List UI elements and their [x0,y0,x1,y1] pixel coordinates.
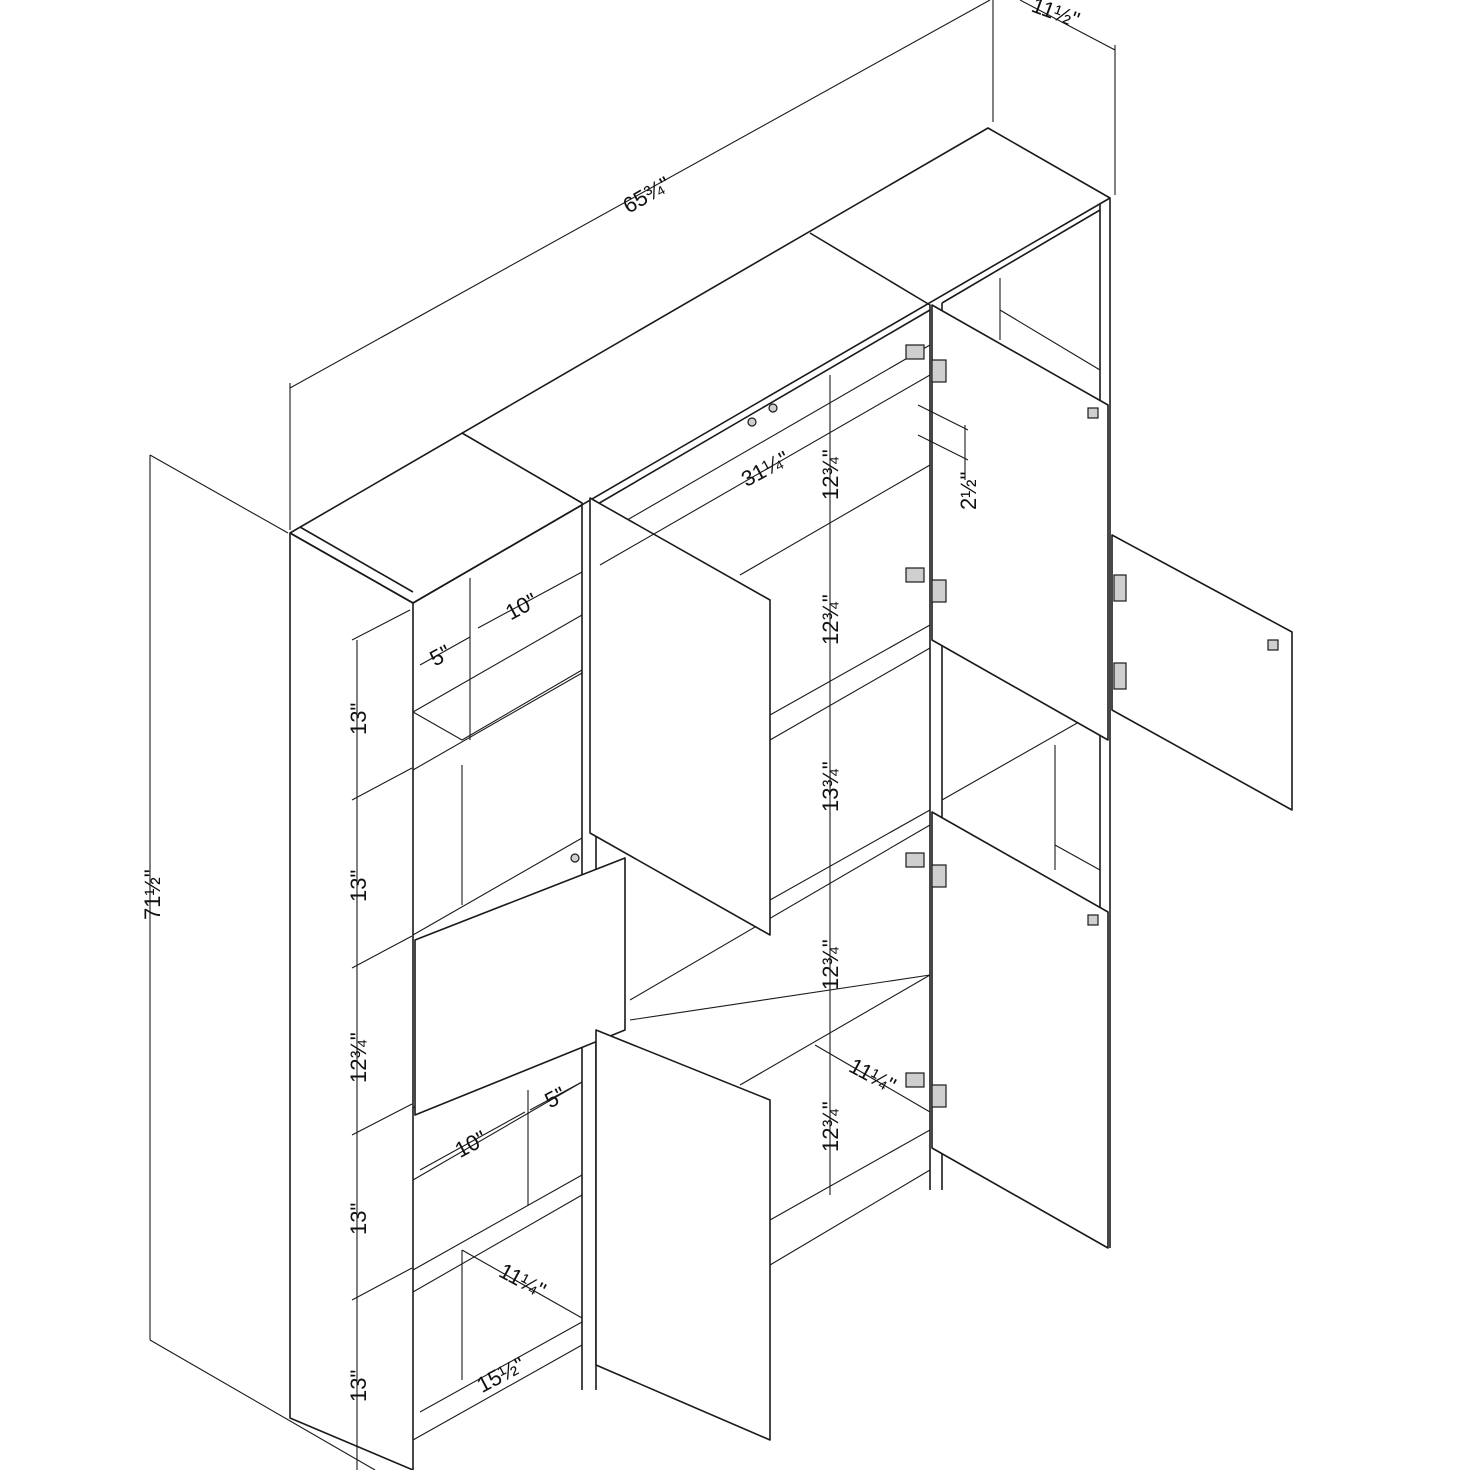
hinge-icon [931,579,947,603]
dim-width-line [289,0,991,389]
mid-shelf-2 [769,624,931,716]
label-left-h5: 13" [346,1370,371,1402]
tick-e [351,1267,413,1301]
left-top-back [412,504,583,604]
label-overall-height: 71½" [140,869,165,920]
label-cube-depth: 11¼" [495,1258,550,1303]
right-shelf-low [1054,844,1101,871]
hinge-icon [905,344,925,360]
shelf-1-front [412,672,583,771]
dim-10-top [477,571,583,629]
door-right-lower[interactable] [931,811,1109,1249]
hinge-icon [931,1084,947,1108]
door-middle-lower[interactable] [595,1029,771,1441]
shelf-5 [412,1174,583,1271]
label-mid-h5: 12¾" [818,1101,843,1152]
knob-icon [1087,914,1099,926]
knob-icon [747,417,757,427]
dim-height-ext-bottom [149,1339,376,1470]
tick-c [351,935,413,969]
label-left-h1: 13" [346,703,371,735]
mid-top-back [595,309,931,506]
mid-shelf-1 [739,464,931,576]
knob-icon [570,853,580,863]
dim-11-mid [814,1044,931,1113]
mid-shelf-4 [629,974,931,1021]
hinge-icon [1113,662,1127,690]
label-left-h2: 13" [346,870,371,902]
door-left-flap[interactable] [414,857,626,1116]
mid-shelf-4b [739,974,931,1086]
label-shelf-offset: 5" [426,640,455,671]
right-top-back [941,209,1101,304]
right-shelf-top [999,309,1101,371]
label-mid-depth: 11¼" [845,1053,900,1098]
dim-15-left [419,1321,583,1413]
left-divider [461,432,583,1390]
shelf-bottom [412,1344,583,1441]
shelf-4 [412,1081,583,1181]
mid-shelf-top [595,344,931,539]
mid-shelf-3 [769,809,931,901]
dim-height-ext-top [149,454,289,534]
door-right-upper[interactable] [931,304,1109,741]
shelf-2 [412,837,583,936]
dim-2-ext-top [917,404,969,431]
label-left-h3: 12¾" [346,1032,371,1083]
dimension-lines [149,0,1116,1470]
label-hinge-spacing: 2½" [956,472,981,510]
knob-icon [1267,639,1279,651]
label-lower-shelf-offset: 5" [541,1082,570,1113]
dim-5-low [529,1081,583,1111]
label-mid-h3: 13¾" [818,761,843,812]
right-shelf-mid-back [941,709,1101,801]
hinges [570,344,1279,1108]
tick-d [351,1103,413,1136]
mid-shelf-2b [769,647,931,741]
label-mid-h4: 12¾" [818,939,843,990]
label-mid-width: 31¼" [737,446,793,492]
dim-10-low [419,1111,526,1171]
hinge-icon [905,567,925,583]
dim-11-left [461,1249,583,1319]
mid-shelf-3b [629,824,931,1001]
top-edge-line [299,526,414,593]
shelf-1 [412,614,583,713]
right-divider [809,232,931,1190]
left-side-panel [289,532,414,1470]
door-middle-upper[interactable] [589,497,771,936]
label-shelf-width: 10" [501,588,541,625]
dim-depth-line [1019,0,1116,51]
label-left-h4: 13" [346,1203,371,1235]
label-mid-h2: 12¾" [818,594,843,645]
dim-31-mid [599,374,931,566]
label-overall-width: 65¾" [618,171,674,218]
tick-b [351,767,413,801]
shelf-5-front [412,1194,583,1293]
label-mid-h1: 12¾" [818,449,843,500]
mid-shelf-bottom [769,1169,931,1266]
hinge-icon [931,864,947,888]
doors [414,304,1293,1441]
knob-icon [768,403,778,413]
label-lower-shelf-width: 10" [451,1125,491,1162]
middle-column-shelves [595,344,931,1266]
tick-a [351,609,411,641]
dim-2-ext-bottom [917,434,969,461]
hinge-icon [931,359,947,383]
knob-icon [1087,407,1099,419]
hinge-icon [905,852,925,868]
mid-shelf-5 [769,1129,931,1221]
label-overall-depth: 11½" [1028,0,1083,32]
hinge-icon [1113,574,1127,602]
dim-5-top [419,636,471,666]
door-far-right-open[interactable] [1111,534,1293,811]
shelf-1-back [412,669,583,741]
hinge-icon [905,1072,925,1088]
